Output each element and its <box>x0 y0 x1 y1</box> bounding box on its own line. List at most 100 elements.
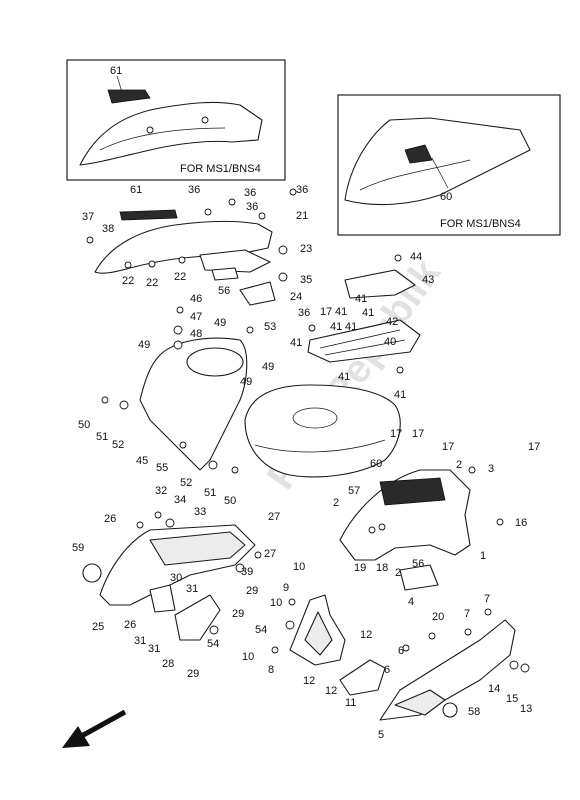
callout-29: 29 <box>187 668 199 680</box>
callout-4: 4 <box>408 596 414 608</box>
callout-22: 22 <box>146 277 158 289</box>
callout-61: 61 <box>130 184 142 196</box>
callout-41: 41 <box>290 337 302 349</box>
decal-part-61 <box>107 89 151 104</box>
fuel-tank-body <box>244 384 401 478</box>
callout-34: 34 <box>174 494 186 506</box>
callout-28: 28 <box>162 658 174 670</box>
callout-36: 36 <box>298 307 310 319</box>
leader-line <box>431 157 449 189</box>
panel-28 <box>174 594 221 641</box>
callout-38: 38 <box>102 223 114 235</box>
callout-25: 25 <box>92 621 104 633</box>
screw-37 <box>86 236 94 244</box>
callout-41: 41 <box>394 389 406 401</box>
callout-36: 36 <box>246 201 258 213</box>
bracket-12 <box>339 659 386 696</box>
right-callouts: 17 17 17 17 60 2 3 57 2 16 1 19 18 2 56 … <box>333 428 540 608</box>
damper-56 <box>399 564 439 591</box>
fuel-cap <box>292 407 338 429</box>
fuel-tank <box>244 384 401 478</box>
callout-52: 52 <box>112 439 124 451</box>
screw-36 <box>228 198 236 206</box>
decal-strip-61 <box>119 209 178 221</box>
upper-cover-assembly <box>86 188 297 306</box>
callout-17: 17 <box>442 441 454 453</box>
inset-label: FOR MS1/BNS4 <box>440 218 521 230</box>
middle-left-callouts: 46 47 48 49 49 53 49 49 50 51 52 45 55 5… <box>78 293 276 507</box>
cowling-inner <box>149 531 246 566</box>
callout-3: 3 <box>488 463 494 475</box>
clip-22 <box>178 256 186 264</box>
screw-36 <box>289 188 297 196</box>
bracket-42 <box>307 319 421 363</box>
decal-57 <box>379 477 446 506</box>
callout-50: 50 <box>224 495 236 507</box>
callout-37: 37 <box>82 211 94 223</box>
callout-15: 15 <box>506 693 518 705</box>
nut-15 <box>520 663 530 673</box>
tank-cap-opening <box>186 347 244 377</box>
callout-42: 42 <box>386 316 398 328</box>
screw-27 <box>254 551 262 559</box>
callout-33: 33 <box>194 506 206 518</box>
callout-49: 49 <box>138 339 150 351</box>
callout-20: 20 <box>432 611 444 623</box>
callout-23: 23 <box>300 243 312 255</box>
fastener <box>201 116 209 124</box>
grommet-54 <box>285 620 295 630</box>
callout-22: 22 <box>122 275 134 287</box>
callout-54: 54 <box>255 624 267 636</box>
callout-36: 36 <box>244 187 256 199</box>
callout-53: 53 <box>264 321 276 333</box>
tank-cover-outline <box>79 101 263 166</box>
callout-43: 43 <box>422 274 434 286</box>
grommet-23 <box>278 245 288 255</box>
callout-50: 50 <box>78 419 90 431</box>
callout-30: 30 <box>170 572 182 584</box>
bolt-50 <box>101 396 109 404</box>
callout-55: 55 <box>156 462 168 474</box>
callout-13: 13 <box>520 703 532 715</box>
callout-17: 17 <box>390 428 402 440</box>
callout-44: 44 <box>410 251 422 263</box>
callout-2: 2 <box>456 459 462 471</box>
leader-line <box>116 75 123 93</box>
nut-39 <box>235 563 245 573</box>
lower-center-panel <box>271 594 346 666</box>
callout-39: 39 <box>241 566 253 578</box>
callout-22: 22 <box>174 271 186 283</box>
cowling-5-inner <box>394 689 446 716</box>
callout-24: 24 <box>290 291 302 303</box>
callout-45: 45 <box>136 455 148 467</box>
callout-31: 31 <box>148 643 160 655</box>
callout-12: 12 <box>325 685 337 697</box>
callout-31: 31 <box>186 583 198 595</box>
callout-7: 7 <box>484 593 490 605</box>
callout-14: 14 <box>488 683 500 695</box>
collar-48 <box>173 340 183 350</box>
bolt-18 <box>378 523 386 531</box>
grommet-47 <box>173 325 183 335</box>
lower-right-cowling <box>339 608 530 721</box>
callout-6: 6 <box>384 664 390 676</box>
screw-36 <box>258 212 266 220</box>
callout-29: 29 <box>232 608 244 620</box>
screw-44 <box>394 254 402 262</box>
bracket-21 <box>199 249 271 273</box>
damper-55 <box>179 441 187 449</box>
nut-3 <box>468 466 476 474</box>
callout-41: 41 <box>345 321 357 333</box>
callout-58: 58 <box>468 706 480 718</box>
callout-35: 35 <box>300 274 312 286</box>
screw-7 <box>464 628 472 636</box>
tank-cover-contour <box>99 127 226 151</box>
callout-60: 60 <box>440 191 452 203</box>
top-cover-43 <box>344 269 416 299</box>
screw-10 <box>288 598 296 606</box>
callout-17: 17 <box>320 306 332 318</box>
tank-side-cover-left <box>101 306 254 474</box>
inset-label: FOR MS1/BNS4 <box>180 163 261 175</box>
callout-7: 7 <box>464 608 470 620</box>
callout-61: 61 <box>110 65 122 77</box>
